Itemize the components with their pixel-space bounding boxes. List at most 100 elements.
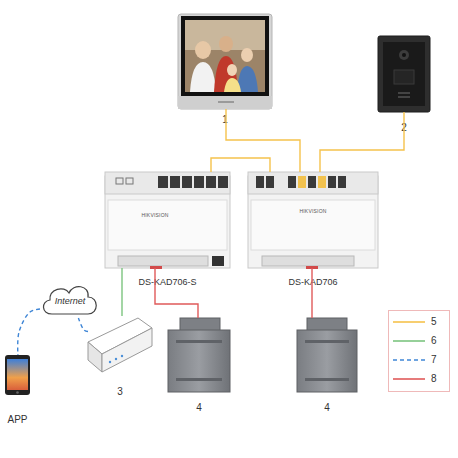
legend-line (393, 378, 425, 380)
distributor-module-part (318, 176, 326, 188)
legend-sample (393, 315, 429, 329)
distributor-module-part (251, 200, 375, 250)
indoor-monitor-part (181, 16, 269, 96)
power-supply-part (305, 340, 349, 343)
network-link (18, 309, 40, 355)
smartphone-part (16, 391, 19, 394)
legend-line (393, 359, 425, 361)
cloud-outline-path (43, 287, 96, 314)
router-device-part (115, 358, 117, 360)
callout-number: 2 (401, 122, 407, 134)
callout-number: 1 (222, 114, 228, 126)
legend-sample (393, 334, 429, 348)
legend-number: 5 (431, 316, 437, 328)
model-label: DS-KAD706 (288, 276, 337, 288)
power-supply-part (176, 378, 222, 381)
distributor-module-part (306, 266, 318, 269)
indoor-monitor-part (195, 41, 211, 59)
bus-wire (226, 109, 300, 172)
distributor-module-part (262, 256, 354, 266)
indoor-monitor-part (219, 36, 233, 52)
internet-cloud: Internet (40, 282, 100, 318)
distributor-module (248, 172, 378, 269)
router-device-part (88, 342, 102, 372)
distributor-module: DS-KAD706-S (105, 172, 230, 268)
distributor-module-part (248, 172, 378, 194)
distributor-module-part (218, 176, 228, 188)
distributor-module-part (158, 176, 168, 188)
indoor-monitor-part (190, 62, 216, 92)
distributor-module: DS-KAD706 (248, 172, 378, 268)
door-station-part (383, 42, 425, 106)
callout-number: APP (7, 414, 27, 426)
door-station: 2 (378, 36, 430, 112)
legend-number: 7 (431, 354, 437, 366)
power-supply-part (297, 330, 357, 392)
legend-sample (393, 353, 429, 367)
legend-sample (393, 372, 429, 386)
legend-line (393, 321, 425, 323)
distributor-module-part (194, 176, 204, 188)
smartphone: APP (5, 355, 30, 395)
smartphone-part (5, 355, 30, 395)
distributor-module-part (298, 176, 306, 188)
indoor-monitor (178, 14, 272, 109)
indoor-monitor-part (178, 96, 272, 109)
distributor-module-part (126, 178, 133, 184)
distributor-module-part (206, 176, 216, 188)
legend-entry: 5 (389, 315, 449, 329)
bus-wire (211, 158, 270, 172)
bus-wire (311, 268, 312, 318)
router-device-part (121, 355, 123, 357)
power-supply-part (176, 340, 222, 343)
distributor-module-part (118, 256, 208, 266)
callout-number: 4 (196, 402, 202, 414)
distributor-module-part (150, 266, 162, 269)
smartphone (5, 355, 30, 395)
router-device (88, 318, 152, 372)
router-device: 3 (88, 316, 152, 372)
door-station-part (378, 36, 430, 112)
power-supply-part (305, 378, 349, 381)
distributor-module-part (256, 176, 264, 188)
brand-label: HIKVISION (299, 208, 326, 214)
distributor-module-part (212, 256, 224, 266)
legend-number: 8 (431, 373, 437, 385)
door-station (378, 36, 430, 112)
distributor-module-part (328, 176, 336, 188)
distributor-module-part (116, 178, 123, 184)
callout-number: 4 (324, 402, 330, 414)
distributor-module-part (338, 176, 346, 188)
distributor-module-part (182, 176, 192, 188)
indoor-monitor-part (224, 78, 241, 92)
legend-line (393, 340, 425, 342)
indoor-monitor-part (185, 20, 265, 92)
door-station-part (398, 92, 410, 94)
indoor-monitor-part (178, 14, 272, 109)
network-link (78, 318, 88, 332)
distributor-module-part (288, 176, 296, 188)
callout-number: 3 (117, 386, 123, 398)
indoor-monitor-part (218, 101, 234, 103)
router-device-part (109, 361, 111, 363)
indoor-monitor: 1 (178, 14, 272, 109)
distributor-module-part (170, 176, 180, 188)
door-station-part (399, 50, 409, 60)
legend-entry: 6 (389, 334, 449, 348)
bus-wire (121, 268, 122, 316)
bus-wire (155, 268, 198, 318)
brand-label: HIKVISION (141, 212, 168, 218)
door-station-part (398, 96, 410, 98)
model-label: DS-KAD706-S (138, 276, 196, 288)
smartphone-part (7, 359, 28, 390)
distributor-module-part (266, 176, 274, 188)
bus-wire (320, 112, 404, 172)
distributor-module-part (108, 200, 227, 250)
distributor-module-part (308, 176, 316, 188)
indoor-monitor-part (227, 64, 237, 76)
door-station-part (394, 70, 414, 84)
distributor-module (105, 172, 230, 269)
cloud-label: Internet (55, 295, 86, 307)
